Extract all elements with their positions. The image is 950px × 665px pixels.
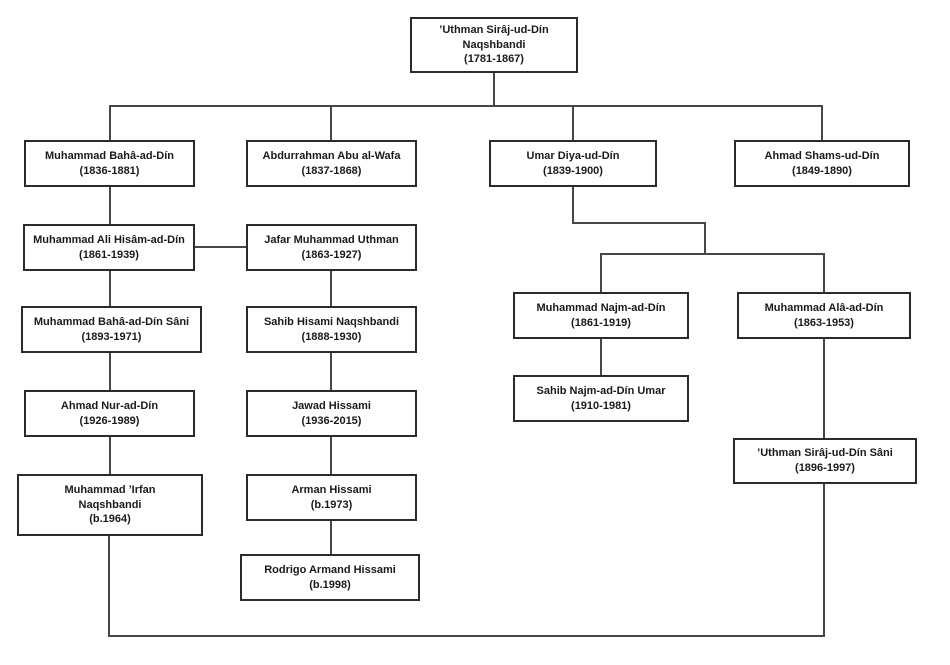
person-name: Umar Diya-ud-Dín	[526, 149, 620, 162]
connector-ala-uthmansani	[823, 338, 825, 438]
connector-umar-elbow-h1	[572, 222, 706, 224]
node-sahib-najm-ad-din-umar: Sahib Najm-ad-Dín Umar (1910-1981)	[513, 375, 689, 422]
connector-jawad-arman	[330, 437, 332, 474]
node-abdurrahman-abu-al-wafa: Abdurrahman Abu al-Wafa (1837-1868)	[246, 140, 417, 187]
person-name: Muhammad ’Irfan Naqshbandi	[64, 484, 156, 511]
node-ahmad-nur-ad-din: Ahmad Nur-ad-Dín (1926-1989)	[24, 390, 195, 437]
connector-bottom-bus	[108, 635, 825, 637]
person-years: (1888-1930)	[301, 330, 362, 343]
person-name: Ahmad Nur-ad-Dín	[60, 399, 159, 412]
connector-generation1-bus	[109, 105, 823, 107]
connector-umar-elbow-v2	[704, 222, 706, 255]
connector-arman-rodrigo	[330, 521, 332, 554]
person-years: (1837-1868)	[301, 164, 362, 177]
person-name: Jawad Hissami	[292, 399, 371, 412]
node-ahmad-shams-ud-din: Ahmad Shams-ud-Dín (1849-1890)	[734, 140, 910, 187]
person-years: (1896-1997)	[795, 462, 855, 474]
connector-umar-children-bus	[600, 253, 825, 255]
connector-drop-ala	[823, 253, 825, 292]
connector-drop-umar	[572, 105, 574, 140]
person-years: (1936-2015)	[301, 414, 362, 427]
connector-irfan-bottom	[108, 536, 110, 637]
person-name: Muhammad Ali Hisâm-ad-Dín	[33, 233, 185, 246]
person-name: Jafar Muhammad Uthman	[264, 233, 399, 246]
node-sahib-hisami-naqshbandi: Sahib Hisami Naqshbandi (1888-1930)	[246, 306, 417, 353]
connector-jafar-sahibhisami	[330, 271, 332, 306]
connector-drop-baha	[109, 105, 111, 140]
person-name: ’Uthman Sirâj-ud-Dín Sâni	[757, 447, 893, 460]
person-name: Rodrigo Armand Hissami	[264, 563, 396, 576]
person-years: (1893-1971)	[81, 330, 142, 343]
connector-bahasani-nur	[109, 353, 111, 390]
node-umar-diya-ud-din: Umar Diya-ud-Dín (1839-1900)	[489, 140, 657, 187]
connector-hisam-jafar	[195, 246, 246, 248]
person-years: (1836-1881)	[79, 164, 140, 177]
node-muhammad-baha-ad-din-sani: Muhammad Bahâ-ad-Dín Sâni (1893-1971)	[21, 306, 202, 353]
person-name: Abdurrahman Abu al-Wafa	[262, 149, 401, 162]
connector-najm-sahibnajm	[600, 338, 602, 375]
person-name: Muhammad Alâ-ad-Dín	[764, 301, 884, 314]
node-rodrigo-armand-hissami: Rodrigo Armand Hissami (b.1998)	[240, 554, 420, 601]
person-years: (1839-1900)	[543, 164, 603, 177]
node-uthman-siraj-ud-din-sani: ’Uthman Sirâj-ud-Dín Sâni (1896-1997)	[733, 438, 917, 484]
node-muhammad-ali-hisam-ad-din: Muhammad Ali Hisâm-ad-Dín (1861-1939)	[23, 224, 195, 271]
person-name: Ahmad Shams-ud-Dín	[764, 149, 880, 162]
person-years: (b.1998)	[309, 578, 351, 591]
person-name: Muhammad Bahâ-ad-Dín	[45, 149, 174, 162]
person-years: (1863-1927)	[301, 248, 362, 261]
person-years: (1863-1953)	[794, 316, 854, 329]
connector-drop-shams	[821, 105, 823, 140]
connector-root-stem	[493, 73, 495, 107]
person-name: ’Uthman Sirâj-ud-Dín Naqshbandi	[439, 24, 549, 51]
person-name: Arman Hissami	[291, 483, 372, 496]
node-jafar-muhammad-uthman: Jafar Muhammad Uthman (1863-1927)	[246, 224, 417, 271]
person-years: (1861-1919)	[571, 316, 631, 329]
node-muhammad-ala-ad-din: Muhammad Alâ-ad-Dín (1863-1953)	[737, 292, 911, 339]
person-years: (1781-1867)	[464, 53, 524, 66]
person-years: (1849-1890)	[792, 164, 852, 177]
person-years: (b.1964)	[89, 513, 131, 526]
connector-baha-hisam	[109, 187, 111, 224]
person-name: Sahib Najm-ad-Dín Umar	[536, 384, 666, 397]
person-years: (1926-1989)	[79, 414, 140, 427]
connector-drop-abdurrahman	[330, 105, 332, 140]
person-years: (b.1973)	[310, 498, 353, 511]
node-arman-hissami: Arman Hissami (b.1973)	[246, 474, 417, 521]
connector-drop-najm	[600, 253, 602, 292]
person-name: Muhammad Bahâ-ad-Dín Sâni	[33, 315, 190, 328]
person-years: (1910-1981)	[571, 399, 631, 412]
connector-hisam-bahasani	[109, 271, 111, 306]
node-jawad-hissami: Jawad Hissami (1936-2015)	[246, 390, 417, 437]
node-muhammad-irfan-naqshbandi: Muhammad ’Irfan Naqshbandi (b.1964)	[17, 474, 203, 536]
connector-uthmansani-bottom	[823, 484, 825, 637]
person-name: Muhammad Najm-ad-Dín	[536, 301, 666, 314]
node-muhammad-baha-ad-din: Muhammad Bahâ-ad-Dín (1836-1881)	[24, 140, 195, 187]
connector-nur-irfan	[109, 437, 111, 474]
node-muhammad-najm-ad-din: Muhammad Najm-ad-Dín (1861-1919)	[513, 292, 689, 339]
node-uthman-siraj-ud-din: ’Uthman Sirâj-ud-Dín Naqshbandi (1781-18…	[410, 17, 578, 73]
connector-sahibhisami-jawad	[330, 353, 332, 390]
person-name: Sahib Hisami Naqshbandi	[263, 315, 400, 328]
person-years: (1861-1939)	[79, 248, 139, 261]
connector-umar-elbow-v1	[572, 187, 574, 224]
